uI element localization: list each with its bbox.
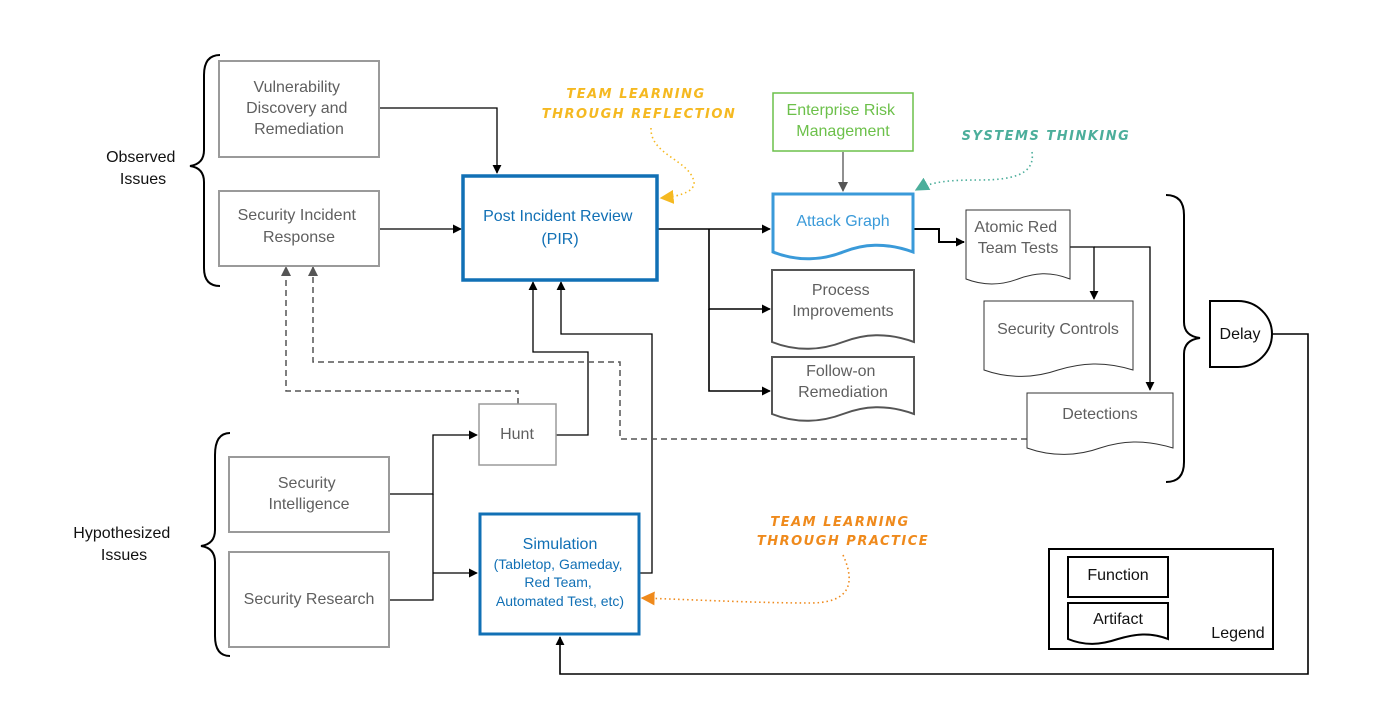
edge-attack-graph-to-atomic	[913, 228, 965, 247]
intel-box	[228, 456, 390, 533]
legend-artifact-swatch	[1067, 602, 1169, 645]
observed-brace	[189, 54, 221, 287]
observed-label: Observed Issues	[106, 149, 180, 188]
attack-graph-label: Attack Graph	[796, 213, 889, 230]
callout-practice: TEAM LEARNING THROUGH PRACTICE	[757, 515, 929, 549]
edge-hunt-to-pir	[528, 281, 589, 436]
hypothesized-label: Hypothesized Issues	[73, 525, 174, 564]
edge-atomic-to-detections	[1094, 246, 1155, 391]
detections-label: Detections	[1062, 406, 1138, 423]
controls-label: Security Controls	[997, 321, 1119, 338]
edge-hunt-to-incident-dashed	[281, 266, 519, 404]
callout-systems-connector	[914, 151, 1034, 191]
edge-delay-to-simulation	[555, 333, 1309, 675]
erm-box	[772, 92, 914, 152]
process-label: Process Improvements	[792, 282, 893, 320]
followon-label: Follow-on Remediation	[798, 363, 888, 401]
callout-systems: SYSTEMS THINKING	[962, 129, 1131, 144]
edge-detections-to-incident-dashed	[308, 266, 1027, 440]
hunt-box	[478, 403, 557, 466]
edge-atomic-to-controls	[1070, 246, 1099, 300]
simulation-title: Simulation	[523, 536, 598, 553]
followon-doc	[771, 356, 915, 422]
atomic-doc	[965, 209, 1071, 285]
pir-box	[461, 174, 659, 282]
edge-simulation-to-pir	[556, 281, 653, 574]
legend-function-swatch	[1067, 556, 1169, 598]
callout-reflection-connector	[650, 127, 695, 204]
simulation-box	[478, 512, 641, 636]
edge-pir-to-followon	[708, 309, 771, 396]
delay-label: Delay	[1220, 326, 1261, 343]
legend-artifact-label: Artifact	[1093, 611, 1143, 628]
detections-doc	[1026, 392, 1174, 455]
hunt-label: Hunt	[500, 426, 534, 443]
vuln-box	[218, 60, 380, 158]
delay-shape	[1209, 300, 1273, 368]
pir-label: Post Incident Review (PIR)	[483, 208, 637, 248]
edge-pir-to-process	[708, 229, 771, 314]
attack-graph-doc	[771, 192, 915, 261]
incident-label: Security Incident Response	[238, 207, 361, 246]
erm-label: Enterprise Risk Management	[787, 102, 900, 140]
right-brace	[1165, 194, 1201, 483]
edge-research-to-simulation	[389, 494, 434, 601]
hypothesized-brace	[200, 432, 231, 657]
legend-function-label: Function	[1087, 567, 1148, 584]
callout-practice-connector	[640, 554, 850, 606]
atomic-label: Atomic Red Team Tests	[974, 219, 1061, 257]
edge-intel-to-hunt	[389, 430, 478, 495]
simulation-detail: (Tabletop, Gameday, Red Team, Automated …	[494, 556, 627, 609]
research-label: Security Research	[244, 591, 375, 608]
research-box	[228, 551, 390, 648]
legend-title: Legend	[1211, 625, 1264, 642]
vuln-label: Vulnerability Discovery and Remediation	[246, 79, 352, 138]
edge-vuln-to-pir	[379, 107, 502, 174]
process-doc	[771, 269, 915, 350]
edges	[281, 107, 1309, 675]
incident-box	[218, 190, 380, 267]
callout-reflection: TEAM LEARNING THROUGH REFLECTION	[542, 87, 737, 122]
controls-doc	[983, 300, 1134, 377]
intel-label: Security Intelligence	[269, 475, 350, 513]
